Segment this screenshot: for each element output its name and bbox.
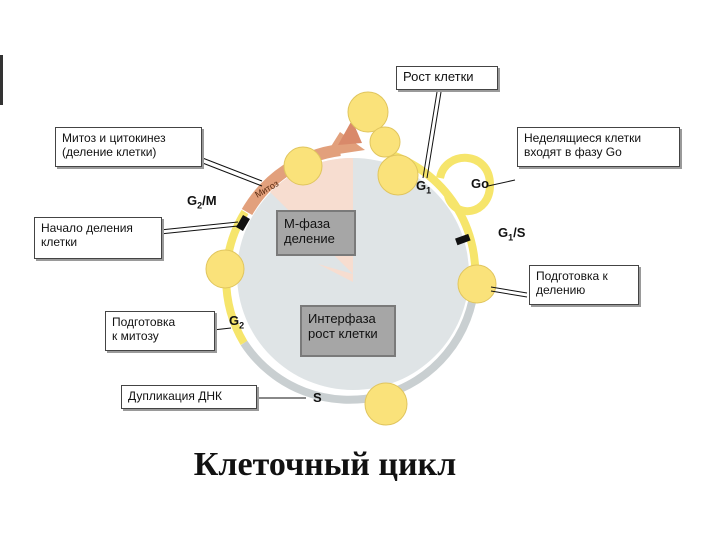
cells — [205, 91, 497, 426]
s-label-text: S — [313, 390, 322, 405]
annotation-text: Дупликация ДНК — [128, 389, 222, 403]
cell — [369, 126, 401, 158]
mitosis-arrow-head — [338, 120, 362, 145]
g1s-label-main: G — [498, 225, 509, 240]
annotation-text: Рост клетки — [403, 69, 474, 84]
annotation-nedelyashchiesya: Неделящиеся клетки входят в фазу Go — [517, 127, 680, 167]
g2m-checkpoint-marker — [236, 214, 250, 232]
annotation-text: (деление клетки) — [62, 145, 157, 159]
annotation-text: Подготовка к — [536, 269, 608, 283]
leader-line — [490, 290, 528, 298]
leader-line — [490, 286, 528, 294]
annotation-text: Неделящиеся клетки — [524, 131, 642, 145]
annotation-text: к митозу — [112, 329, 159, 343]
annotation-text: входят в фазу Go — [524, 145, 622, 159]
g2m-label: G2/M — [187, 193, 217, 211]
g2-label-sub: 2 — [239, 320, 245, 331]
annotation-podgotovka-k-mitozu: Подготовка к митозу — [105, 311, 215, 351]
leader-line — [487, 179, 516, 187]
cell — [457, 264, 497, 304]
annotation-duplikatsiya-dnk: Дупликация ДНК — [121, 385, 257, 409]
g2m-label-sub: 2 — [197, 200, 203, 211]
leader-line — [199, 156, 263, 182]
leader-line — [159, 225, 239, 235]
g1s-checkpoint-marker — [455, 233, 471, 246]
leader-line — [426, 91, 442, 179]
go-label: Go — [471, 176, 489, 191]
g0-loop — [436, 153, 495, 216]
leader-lines — [159, 91, 528, 399]
g1s-label: G1/S — [498, 225, 525, 243]
interphase-box: Интерфаза рост клетки — [300, 305, 396, 357]
g2m-label-rest: /M — [202, 193, 217, 208]
leader-line — [199, 161, 263, 187]
g2-label: G2 — [229, 313, 244, 331]
left-edge-mark — [0, 55, 3, 105]
annotation-text: Митоз и цитокинез — [62, 131, 166, 145]
cell — [377, 154, 419, 196]
annotation-text: Начало деления — [41, 221, 133, 235]
cell — [205, 249, 245, 289]
leader-line — [159, 221, 239, 231]
cell — [283, 146, 323, 186]
g1-label-main: G — [416, 178, 427, 193]
g1-label-sub: 1 — [426, 185, 432, 196]
annotation-nachalo-deleniya: Начало деления клетки — [34, 217, 162, 259]
cell — [347, 91, 389, 133]
annotation-text: клетки — [41, 235, 78, 249]
g2-label-main: G — [229, 313, 240, 328]
g1s-label-rest: /S — [513, 225, 526, 240]
mitosis-wedge-lower — [318, 264, 353, 282]
s-label: S — [313, 390, 322, 405]
m-phase-box: М-фаза деление — [276, 210, 356, 256]
g2m-label-main: G — [187, 193, 198, 208]
page-title: Клеточный цикл — [193, 446, 457, 483]
go-label-text: Go — [471, 176, 490, 191]
annotation-text: Подготовка — [112, 315, 176, 329]
annotation-rost-kletki: Рост клетки — [396, 66, 498, 90]
g1s-label-sub: 1 — [508, 232, 514, 243]
leader-line — [212, 327, 232, 331]
annotation-mitoz: Митоз и цитокинез (деление клетки) — [55, 127, 202, 167]
leader-line — [422, 91, 438, 179]
g1-label: G1 — [416, 178, 431, 196]
cell — [364, 382, 408, 426]
annotation-text: делению — [536, 283, 586, 297]
annotation-podgotovka-k-deleniyu: Подготовка к делению — [529, 265, 639, 305]
